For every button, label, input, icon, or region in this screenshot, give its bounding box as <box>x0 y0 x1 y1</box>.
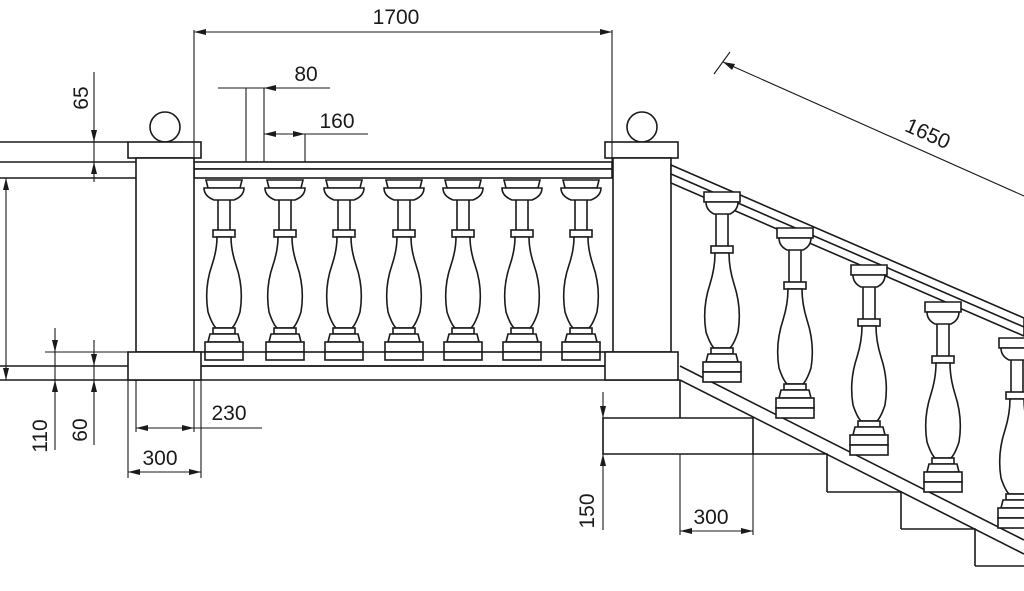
dimension-label: 150 <box>576 493 599 528</box>
dimension-label: 60 <box>69 418 92 441</box>
dimension-label: 65 <box>70 86 93 109</box>
dimension-annotations: 1700 80 160 65 110 60 <box>3 6 1024 535</box>
dimension-label: 300 <box>693 506 728 529</box>
dimension-label: 80 <box>294 63 317 86</box>
baluster <box>560 179 602 361</box>
stair-baluster <box>775 227 815 419</box>
dimension-label: 230 <box>211 402 246 425</box>
dimension-label: 160 <box>319 110 354 133</box>
handrail-bottom <box>193 168 613 179</box>
horizontal-balustrade <box>0 111 680 381</box>
baluster <box>264 179 306 361</box>
baluster <box>383 179 425 361</box>
left-pillar <box>127 111 202 381</box>
dimension-label: 1700 <box>373 6 420 29</box>
baluster <box>442 179 484 361</box>
pillar-ball-finial <box>626 111 658 143</box>
baluster <box>501 179 543 361</box>
stair-baluster <box>923 301 963 493</box>
dimension-label: 300 <box>142 447 177 470</box>
baluster <box>323 179 365 361</box>
pillar-ball-finial <box>149 111 181 143</box>
handrail-top <box>193 161 613 170</box>
baluster <box>203 179 245 361</box>
stair-baluster <box>997 337 1024 529</box>
stair-baluster <box>702 191 742 383</box>
dimension-label: 1650 <box>902 114 954 154</box>
stair-baluster <box>849 264 889 456</box>
dimension-label: 110 <box>29 419 52 452</box>
right-pillar <box>604 111 679 381</box>
